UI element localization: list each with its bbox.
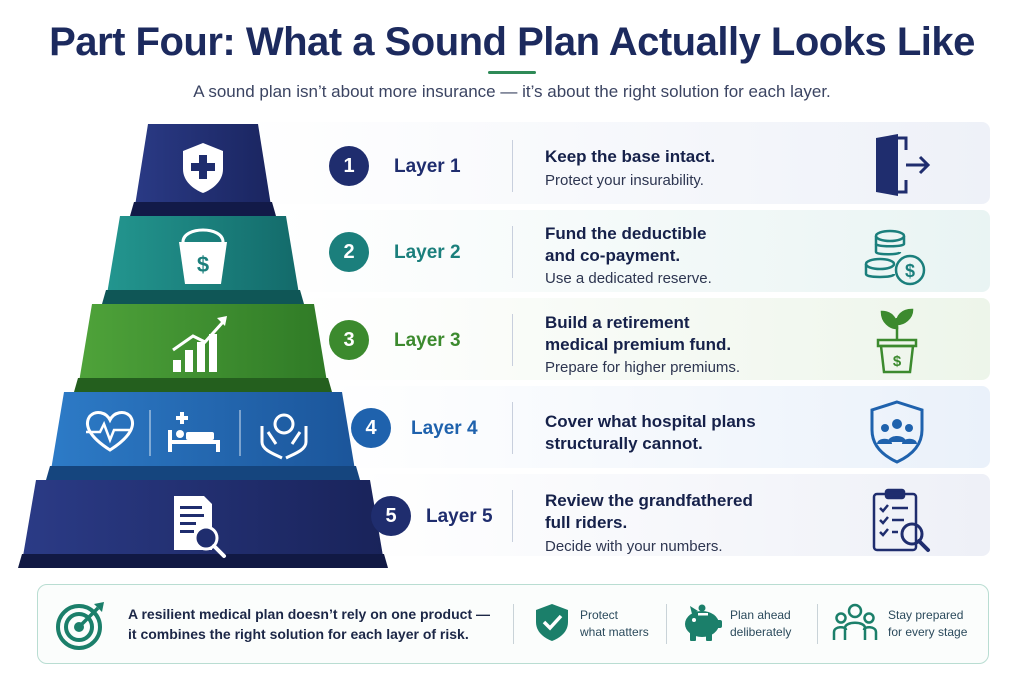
row-divider bbox=[512, 226, 513, 278]
layer-heading: Keep the base intact. bbox=[545, 147, 716, 166]
layer-description: Protect your insurability. bbox=[545, 172, 704, 189]
hands-care-icon bbox=[260, 413, 308, 460]
footer-item-plan: Plan ahead deliberately bbox=[730, 607, 791, 641]
row-divider bbox=[512, 402, 513, 454]
svg-text:$: $ bbox=[905, 261, 915, 281]
clipboard-search-icon bbox=[872, 488, 930, 552]
layer-pyramid: $ bbox=[18, 124, 388, 568]
row-divider bbox=[512, 140, 513, 192]
footer-divider bbox=[817, 604, 818, 644]
footer-item-line-1: Stay prepared bbox=[888, 608, 964, 622]
footer-item-line-1: Plan ahead bbox=[730, 608, 791, 622]
footer-divider bbox=[666, 604, 667, 644]
door-exit-icon bbox=[876, 134, 931, 196]
layer-label: Layer 1 bbox=[394, 156, 461, 177]
shield-check-icon bbox=[536, 604, 568, 641]
shield-people-icon bbox=[870, 400, 924, 464]
footer-message: A resilient medical plan doesn’t rely on… bbox=[128, 604, 508, 644]
plant-pot-icon: $ bbox=[876, 308, 918, 374]
heart-pulse-icon bbox=[86, 411, 134, 452]
document-search-icon bbox=[174, 496, 226, 558]
shield-plus-icon bbox=[183, 143, 223, 193]
layer-number-badge: 5 bbox=[371, 496, 411, 536]
footer-item-protect: Protect what matters bbox=[580, 607, 649, 641]
layer-label: Layer 5 bbox=[426, 506, 493, 527]
footer-item-line-1: Protect bbox=[580, 608, 619, 622]
layer-4-row bbox=[330, 386, 990, 468]
layer-heading-cont: medical premium fund. bbox=[545, 335, 732, 354]
growth-chart-icon bbox=[172, 316, 227, 372]
people-icon bbox=[832, 603, 878, 640]
layer-5-row bbox=[360, 474, 990, 556]
layer-description: Use a dedicated reserve. bbox=[545, 270, 712, 287]
layer-number-badge: 3 bbox=[329, 320, 369, 360]
layer-heading-cont: and co-payment. bbox=[545, 246, 681, 265]
layer-number-badge: 1 bbox=[329, 146, 369, 186]
hospital-bed-icon bbox=[168, 412, 220, 452]
target-icon bbox=[56, 602, 104, 650]
layer-heading: Build a retirement bbox=[545, 313, 690, 332]
footer-item-line-2: deliberately bbox=[730, 625, 792, 639]
layer-label: Layer 4 bbox=[411, 418, 478, 439]
layer-label: Layer 2 bbox=[394, 242, 461, 263]
svg-text:$: $ bbox=[197, 252, 209, 277]
layer-label: Layer 3 bbox=[394, 330, 461, 351]
layer-description: Decide with your numbers. bbox=[545, 538, 723, 555]
page-title: Part Four: What a Sound Plan Actually Lo… bbox=[49, 20, 975, 64]
row-divider bbox=[512, 314, 513, 366]
title-underline bbox=[488, 71, 536, 74]
layer-number-badge: 2 bbox=[329, 232, 369, 272]
layer-heading: Review the grandfathered bbox=[545, 491, 753, 510]
coins-dollar-icon: $ bbox=[864, 229, 926, 286]
layer-2-row bbox=[270, 210, 990, 292]
page-subtitle: A sound plan isn’t about more insurance … bbox=[193, 82, 831, 101]
layer-heading: Cover what hospital plans bbox=[545, 412, 756, 431]
footer-item-prepared: Stay prepared for every stage bbox=[888, 607, 967, 641]
layer-description: Prepare for higher premiums. bbox=[545, 359, 741, 376]
footer-item-line-2: for every stage bbox=[888, 625, 968, 639]
footer-divider bbox=[513, 604, 514, 644]
footer-item-line-2: what matters bbox=[580, 625, 649, 639]
layer-number-badge: 4 bbox=[351, 408, 391, 448]
layer-3-row bbox=[300, 298, 990, 380]
bucket-dollar-icon: $ bbox=[179, 228, 227, 284]
footer-message-line-2: it combines the right solution for each … bbox=[128, 626, 469, 642]
layer-heading-cont: structurally cannot. bbox=[545, 434, 703, 453]
piggy-bank-icon bbox=[685, 604, 722, 641]
footer-message-line-1: A resilient medical plan doesn’t rely on… bbox=[128, 606, 490, 622]
layer-heading: Fund the deductible bbox=[545, 224, 707, 243]
row-divider bbox=[512, 490, 513, 542]
svg-text:$: $ bbox=[893, 353, 902, 370]
layer-heading-cont: full riders. bbox=[545, 513, 628, 532]
